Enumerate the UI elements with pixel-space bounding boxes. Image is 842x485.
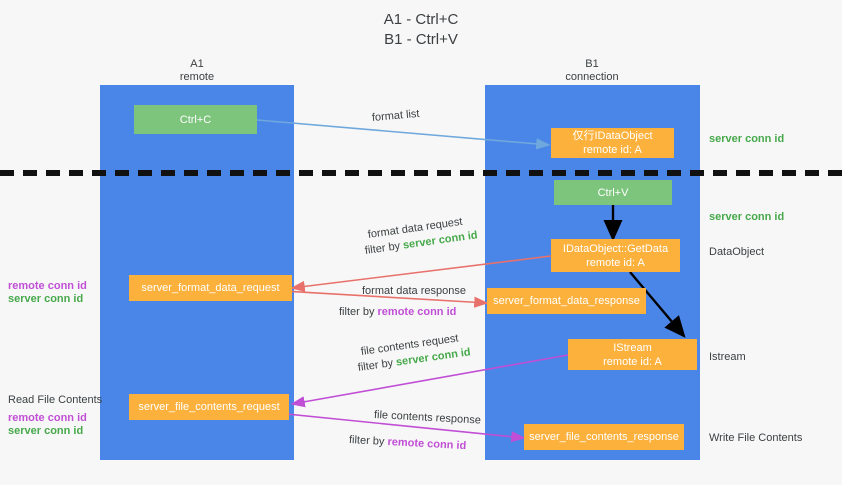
column-header-b1: B1 connection — [502, 58, 682, 84]
left-label-server-conn-id-1: server conn id — [8, 293, 84, 305]
title-line-2: B1 - Ctrl+V — [384, 31, 458, 48]
left-label-remote-conn-id-1: remote conn id — [8, 280, 87, 292]
node-ctrl-v-label: Ctrl+V — [597, 186, 629, 199]
column-header-a1: A1 remote — [107, 58, 287, 84]
column-header-b1-name: B1 — [585, 58, 599, 70]
left-label-remote-conn-id-2: remote conn id — [8, 412, 87, 424]
node-idataobject-line-2: remote id: A — [583, 144, 642, 156]
node-server-file-contents-request[interactable]: server_file_contents_request — [129, 394, 289, 420]
edge-label-format-data-response: format data response — [362, 285, 466, 297]
node-server-file-contents-response-label: server_file_contents_response — [529, 431, 679, 443]
node-idataobject-getdata[interactable]: IDataObject::GetData remote id: A — [551, 239, 680, 272]
column-header-a1-sub: remote — [179, 71, 215, 83]
divider-dashed-line — [0, 170, 842, 176]
edge-label-format-data-response-filter-prefix: filter by — [339, 306, 378, 318]
edge-label-format-data-response-filter-value: remote conn id — [377, 306, 457, 318]
node-getdata-line-2: remote id: A — [586, 256, 645, 269]
edge-label-file-contents-response-filter-value: remote conn id — [387, 436, 467, 453]
edge-label-file-contents-response-filter-prefix: filter by — [348, 434, 388, 449]
arrow-format-data-request — [290, 255, 552, 292]
right-label-write-file-contents: Write File Contents — [709, 432, 803, 444]
arrow-file-contents-request — [290, 354, 569, 408]
node-server-format-data-response[interactable]: server_format_data_response — [487, 288, 646, 314]
node-server-file-contents-response[interactable]: server_file_contents_response — [524, 424, 684, 450]
node-getdata-line-1: IDataObject::GetData — [562, 242, 669, 255]
right-label-istream: Istream — [709, 351, 746, 363]
node-istream-line-2: remote id: A — [603, 355, 662, 368]
node-istream[interactable]: IStream remote id: A — [568, 339, 697, 370]
right-label-server-conn-id-1: server conn id — [709, 133, 785, 145]
node-ctrl-v[interactable]: Ctrl+V — [554, 180, 672, 205]
title-line-1: A1 - Ctrl+C — [383, 11, 459, 28]
edge-label-format-data-response-filter: filter by remote conn id — [339, 305, 456, 320]
node-idataobject[interactable]: 仅行IDataObject remote id: A — [551, 128, 674, 158]
right-label-server-conn-id-2: server conn id — [709, 211, 785, 223]
node-istream-line-1: IStream — [613, 341, 652, 354]
node-ctrl-c-label: Ctrl+C — [179, 113, 212, 126]
arrow-getdata-to-istream — [629, 271, 686, 338]
arrow-format-list — [256, 119, 551, 150]
column-header-a1-name: A1 — [190, 58, 204, 70]
column-header-b1-sub: connection — [565, 71, 619, 83]
node-idataobject-line-1: 仅行IDataObject — [572, 130, 653, 142]
node-server-format-data-request-label: server_format_data_request — [141, 282, 280, 294]
node-server-format-data-request[interactable]: server_format_data_request — [129, 275, 292, 301]
right-label-dataobject: DataObject — [709, 246, 765, 258]
node-server-format-data-response-label: server_format_data_response — [493, 295, 640, 307]
edge-label-file-contents-request-filter-prefix: filter by — [357, 356, 397, 374]
node-ctrl-c[interactable]: Ctrl+C — [134, 105, 257, 134]
node-server-file-contents-request-label: server_file_contents_request — [138, 401, 280, 413]
edge-label-format-data-request-filter-prefix: filter by — [364, 239, 404, 257]
left-label-read-file-contents: Read File Contents — [8, 394, 103, 406]
left-label-server-conn-id-2: server conn id — [8, 425, 84, 437]
diagram-title: A1 - Ctrl+C B1 - Ctrl+V — [0, 10, 842, 50]
